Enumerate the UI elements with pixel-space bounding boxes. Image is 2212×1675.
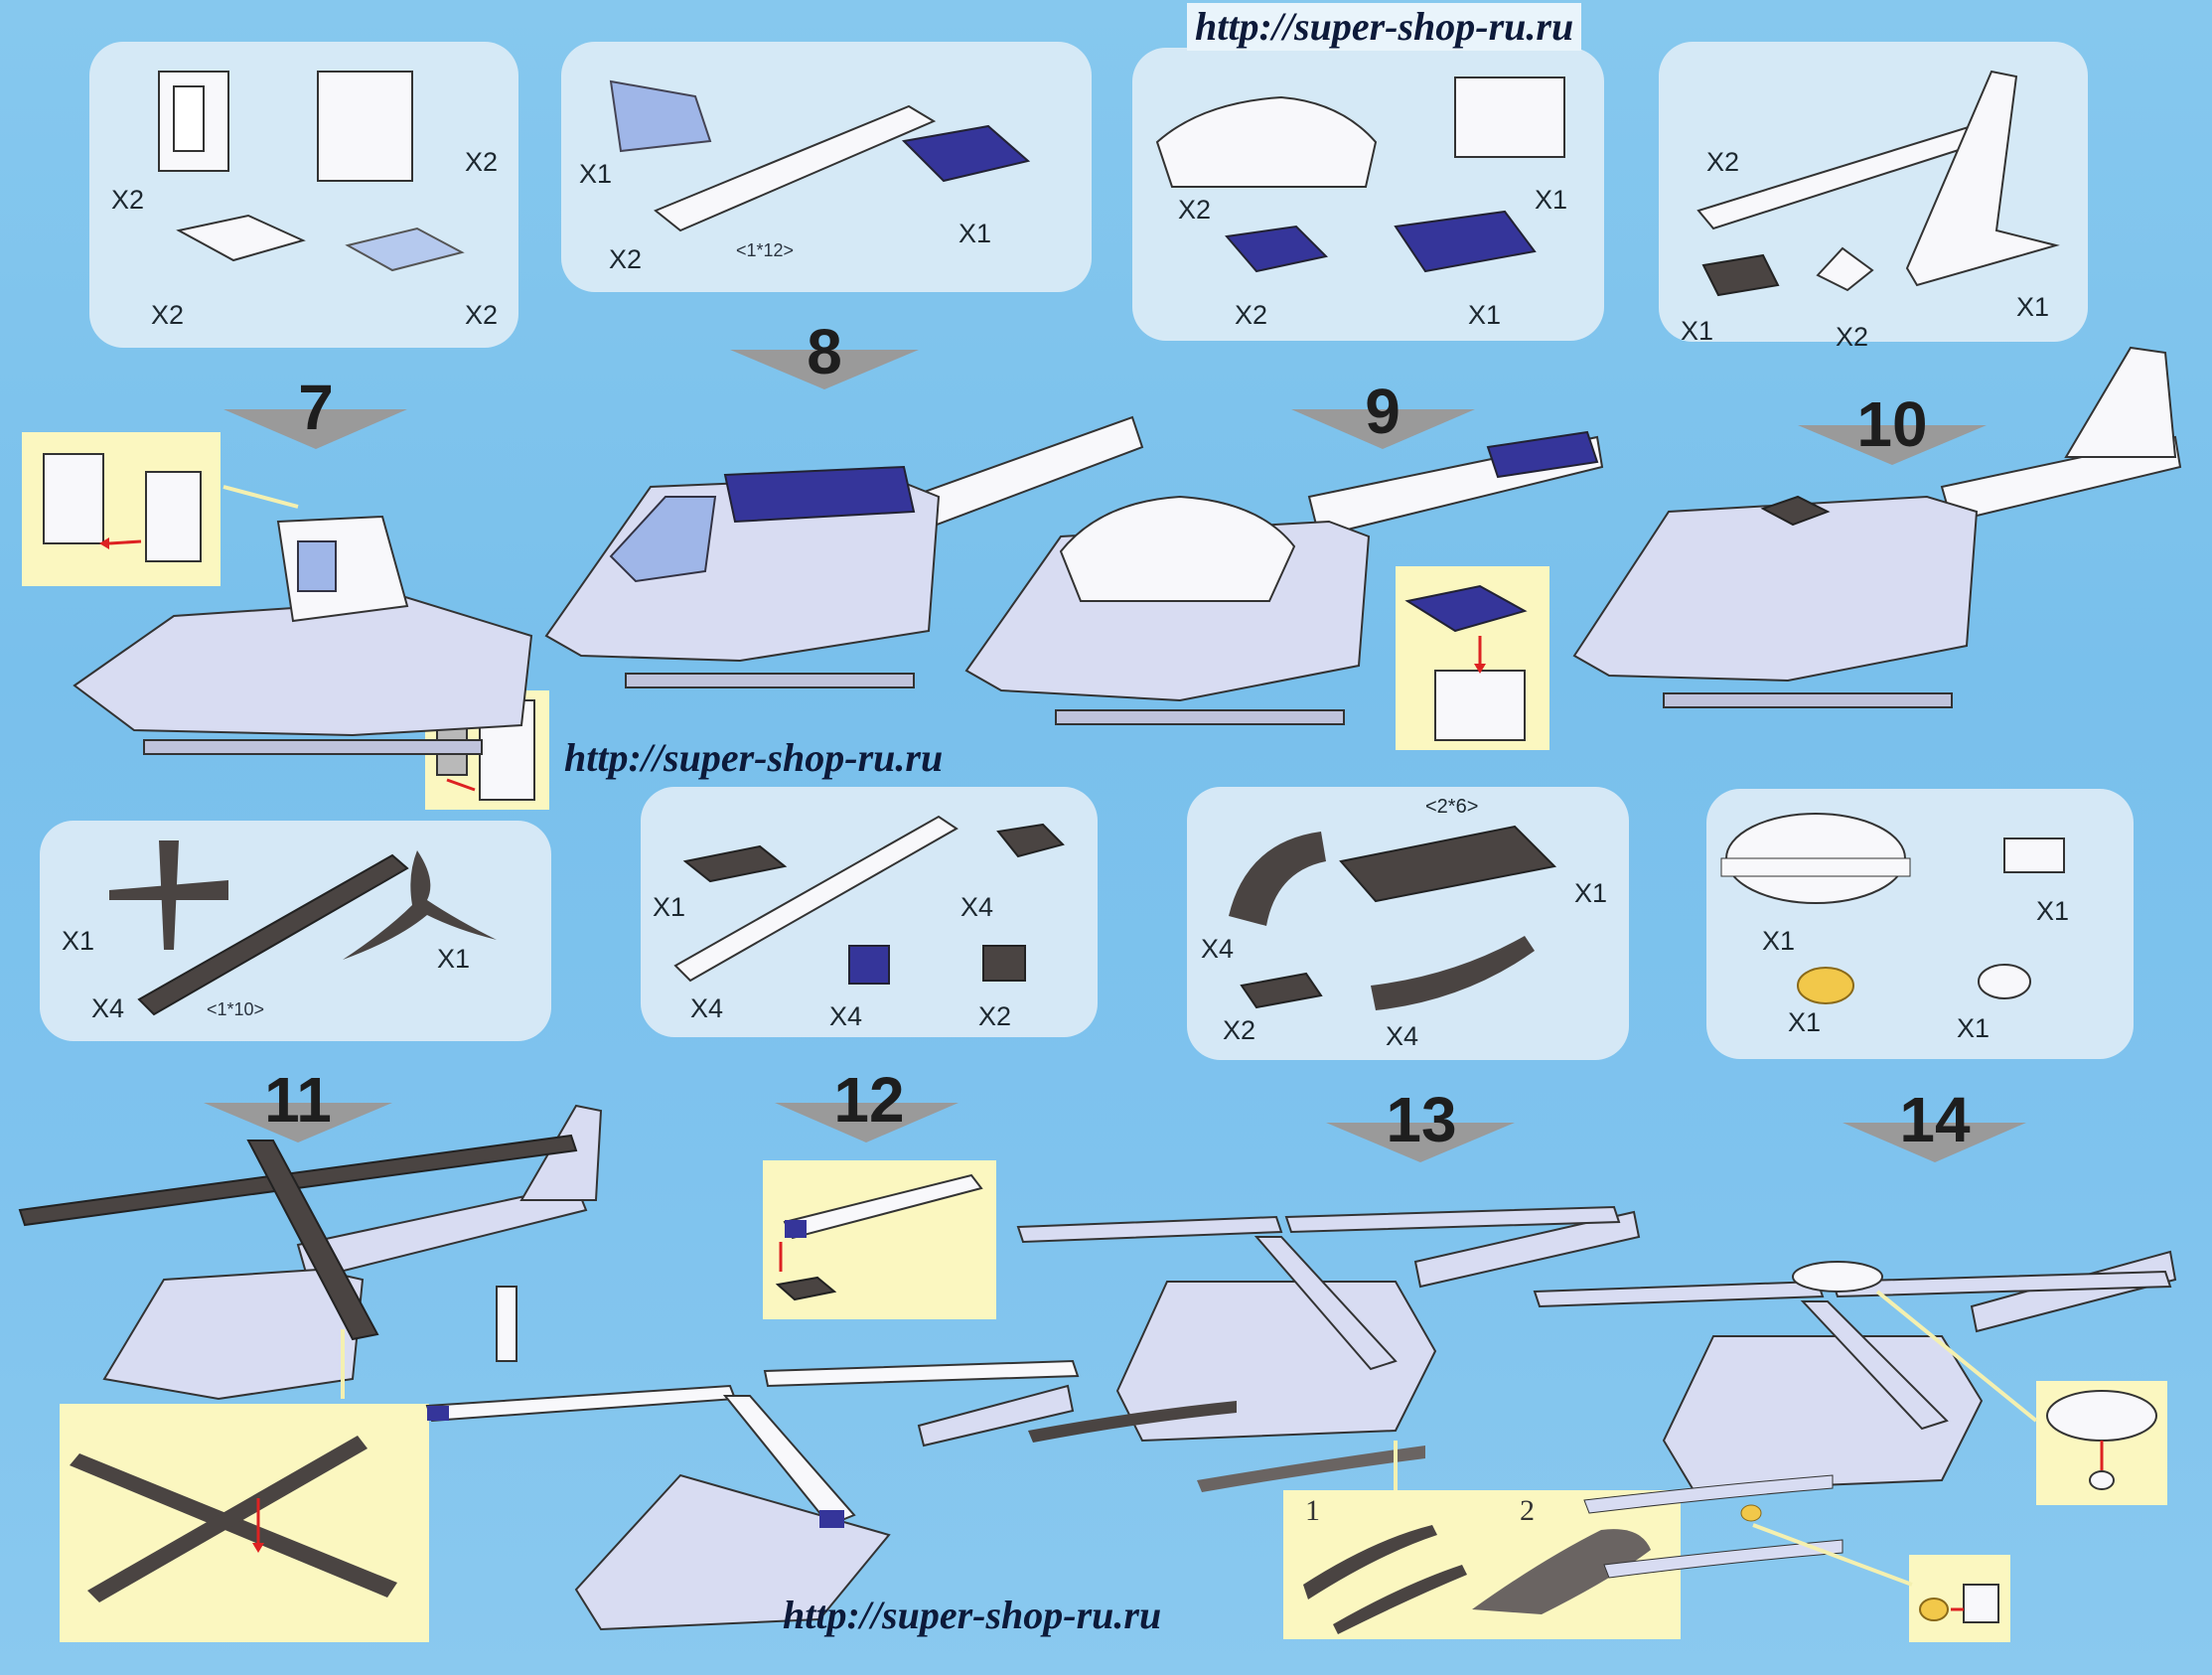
watermark-url: http://super-shop-ru.ru — [783, 1593, 1162, 1637]
part-count: X4 — [690, 993, 724, 1023]
parts-panel-step-9: X2 X1 X2 X1 — [1132, 48, 1604, 341]
detail-inset-step-13: 1 2 — [1283, 1490, 1681, 1639]
substep-label: 2 — [1520, 1494, 1535, 1527]
detail-inset-art-step-12 — [775, 1173, 983, 1301]
part-count: X2 — [1235, 300, 1268, 330]
detail-inset-art-step-7 — [43, 453, 202, 562]
part-count: X1 — [959, 219, 992, 248]
part-count: X4 — [1386, 1021, 1419, 1051]
substep-label: 1 — [1305, 1494, 1320, 1527]
part-count: X1 — [1957, 1013, 1991, 1043]
part-count: X1 — [1762, 926, 1796, 956]
parts-panel-step-11: X1 X4 X1 <1*10> — [40, 821, 551, 1041]
helicopter-step-13 — [1016, 1205, 1641, 1492]
detail-inset-art-step-11 — [70, 1436, 397, 1602]
detail-inset-step-9 — [1396, 566, 1549, 750]
part-count: X1 — [437, 944, 471, 974]
detail-inset-step-11 — [60, 1404, 429, 1642]
detail-inset-art-step-13 — [1303, 1525, 1651, 1634]
part-count: X2 — [111, 185, 145, 215]
part-count: X2 — [1178, 195, 1212, 225]
step-number: 12 — [833, 1064, 905, 1136]
part-dimension: <2*6> — [1425, 796, 1479, 818]
part-dimension: <1*12> — [736, 240, 795, 260]
step-number: 10 — [1856, 388, 1928, 460]
parts-art-step-12 — [673, 815, 1065, 985]
watermark-url: http://super-shop-ru.ru — [1187, 3, 1582, 51]
helicopter-step-12 — [425, 1286, 1080, 1631]
parts-panel-step-8: X1 X2 X1 <1*12> — [561, 42, 1092, 292]
step-number: 14 — [1899, 1084, 1971, 1155]
part-count: X2 — [465, 147, 499, 177]
step-number: 7 — [298, 372, 334, 443]
parts-art-step-8 — [609, 79, 1031, 232]
part-count: X2 — [1836, 322, 1869, 352]
part-count: X4 — [1201, 934, 1235, 964]
parts-art-step-7 — [158, 71, 465, 272]
helicopter-step-10 — [1572, 346, 2182, 708]
detail-inset-step-12 — [763, 1160, 996, 1319]
part-count: X2 — [151, 300, 185, 330]
detail-inset-step-14-clip — [1909, 1555, 2010, 1642]
step-number: 9 — [1365, 376, 1401, 447]
detail-inset-step-14-rotor — [2036, 1381, 2167, 1505]
detail-inset-art-step-14-rotor — [2046, 1390, 2157, 1490]
detail-inset-step-7 — [22, 432, 221, 586]
part-count: X2 — [609, 244, 643, 274]
parts-art-step-11 — [109, 840, 497, 1016]
part-count: X1 — [1788, 1007, 1822, 1037]
part-count: X1 — [1681, 316, 1714, 346]
detail-inset-art-step-9 — [1404, 584, 1528, 741]
helicopter-step-8 — [544, 415, 1144, 688]
helicopter-step-7 — [73, 485, 533, 755]
part-count: X4 — [829, 1001, 863, 1031]
helicopter-step-11 — [18, 1104, 603, 1401]
part-count: X1 — [1468, 300, 1502, 330]
parts-panel-step-7: X2 X2 X2 X2 — [89, 42, 518, 348]
parts-panel-step-13: <2*6> X1 X4 X2 X4 — [1187, 787, 1629, 1060]
helicopter-step-9 — [964, 430, 1604, 725]
step-number: 8 — [807, 316, 842, 387]
parts-panel-step-12: X1 X4 X4 X4 X2 — [641, 787, 1098, 1037]
parts-panel-step-14: X1 X1 X1 X1 — [1706, 789, 2134, 1059]
parts-art-step-14 — [1720, 813, 2065, 1004]
parts-panel-step-10: X2 X1 X2 X1 — [1659, 42, 2088, 351]
step-number: 11 — [264, 1064, 332, 1136]
parts-art-step-9 — [1155, 76, 1565, 273]
detail-inset-art-step-14-clip — [1919, 1584, 1999, 1623]
part-dimension: <1*10> — [207, 999, 265, 1019]
helicopter-step-14 — [1533, 1250, 2177, 1579]
part-count: X1 — [2036, 896, 2070, 926]
part-count: X1 — [1574, 878, 1608, 908]
part-count: X1 — [579, 159, 613, 189]
step-number: 13 — [1386, 1084, 1457, 1155]
part-count: X1 — [1535, 185, 1568, 215]
part-count: X4 — [91, 993, 125, 1023]
parts-art-step-13 — [1229, 825, 1557, 1010]
part-count: X1 — [653, 892, 686, 922]
parts-art-step-10 — [1696, 70, 2060, 297]
part-count: X2 — [465, 300, 499, 330]
part-count: X2 — [1223, 1015, 1256, 1045]
part-count: X1 — [2016, 292, 2050, 322]
part-count: X1 — [62, 926, 95, 956]
part-count: X4 — [960, 892, 994, 922]
part-count: X2 — [1706, 147, 1740, 177]
part-count: X2 — [978, 1001, 1012, 1031]
watermark-url: http://super-shop-ru.ru — [564, 735, 944, 780]
